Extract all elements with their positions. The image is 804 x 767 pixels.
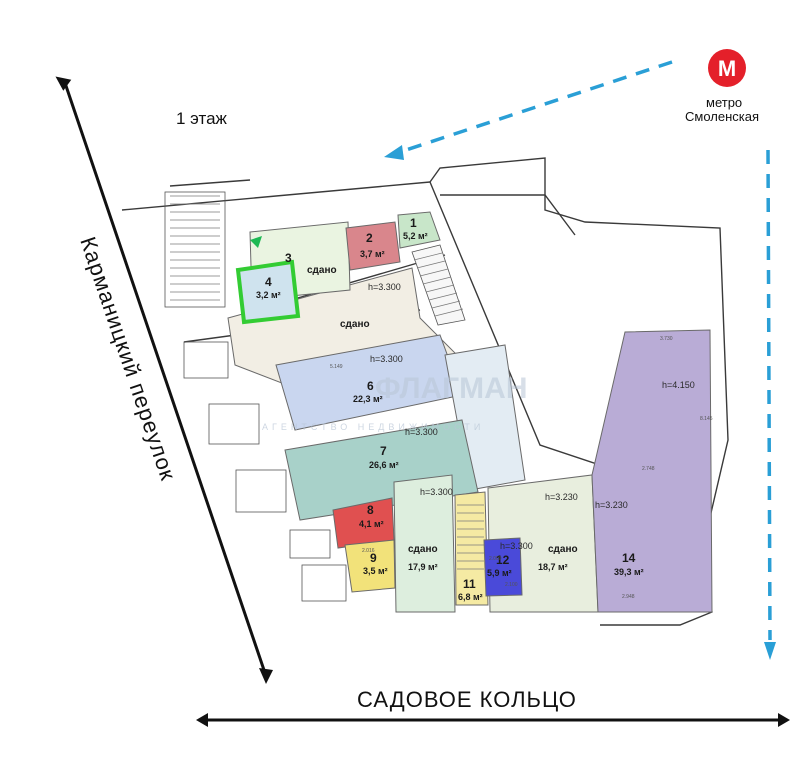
room-11-area: 6,8 м² — [458, 592, 483, 602]
room-3-status: сдано — [307, 265, 337, 276]
room-14-area: 39,3 м² — [614, 567, 644, 577]
room-6-area: 22,3 м² — [353, 394, 383, 404]
room-11-number: 11 — [463, 577, 476, 591]
dim-8: 8.145 — [700, 416, 713, 422]
height-mark-2: h=3.300 — [370, 354, 403, 364]
room-9-area: 3,5 м² — [363, 566, 388, 576]
height-mark-5: h=3.230 — [595, 500, 628, 510]
room-12[interactable] — [483, 537, 523, 597]
room-14-number: 14 — [622, 551, 636, 565]
room-8-area: 4,1 м² — [359, 519, 384, 529]
street-axis-left — [55, 76, 273, 684]
room-1[interactable] — [397, 211, 441, 249]
dim-7: 3.730 — [660, 336, 673, 342]
room-4-marker — [250, 236, 262, 248]
dim-1: 2.100 — [505, 582, 518, 588]
left-stairs — [164, 191, 226, 308]
room-12-number: 12 — [496, 553, 510, 567]
height-mark-3: h=3.300 — [405, 427, 438, 437]
room-9-number: 9 — [370, 551, 377, 565]
dim-3: 2.000 — [489, 556, 502, 562]
height-mark-7: h=4.150 — [662, 380, 695, 390]
route-arrows — [384, 60, 776, 660]
dim-4: 2.748 — [642, 466, 655, 472]
room-10-status: сдано — [408, 544, 438, 555]
room-6-number: 6 — [367, 379, 374, 393]
metro-logo: М — [708, 49, 746, 87]
height-mark-6: h=3.230 — [545, 492, 578, 502]
watermark-title: ФЛАГМАН — [375, 372, 528, 405]
room-2[interactable] — [345, 221, 401, 271]
room-4-number: 4 — [265, 275, 272, 289]
street-axis-bottom — [196, 713, 790, 727]
room-2-number: 2 — [366, 231, 373, 245]
height-mark-1: h=3.300 — [368, 282, 401, 292]
metro-logo-letter: М — [718, 56, 736, 81]
room-10[interactable] — [393, 474, 456, 613]
room-11[interactable] — [454, 491, 489, 606]
dim-2: 2.016 — [362, 548, 375, 554]
stairs-11 — [457, 504, 484, 570]
room-1-number: 1 — [410, 216, 417, 230]
route-arrow-head-left-icon — [384, 145, 404, 160]
room-4-area: 3,2 м² — [256, 290, 281, 300]
room-9[interactable] — [344, 539, 396, 593]
metro-label: метро — [706, 95, 742, 110]
room-13-status: сдано — [548, 544, 578, 555]
room-8-number: 8 — [367, 503, 374, 517]
room-12-area: 5,9 м² — [487, 568, 512, 578]
room-3-number: 3 — [285, 251, 292, 265]
dim-5: 2.948 — [622, 594, 635, 600]
street-bottom-label: САДОВОЕ КОЛЬЦО — [357, 687, 577, 712]
left-facade-steps — [183, 341, 347, 602]
metro-station: Смоленская — [685, 109, 759, 124]
height-mark-8: h=3.300 — [500, 541, 533, 551]
room-10-area: 17,9 м² — [408, 562, 438, 572]
room-5-status: сдано — [340, 319, 370, 330]
watermark-subtitle: АГЕНТСТВО НЕДВИЖИМОСТИ — [262, 422, 484, 432]
room-14[interactable] — [591, 329, 713, 613]
room-2-area: 3,7 м² — [360, 249, 385, 259]
inner-stairs — [411, 244, 466, 326]
metro-m-icon — [708, 49, 746, 87]
route-arrow-head-down-icon — [764, 642, 776, 660]
room-7-number: 7 — [380, 444, 387, 458]
room-4[interactable] — [235, 259, 301, 325]
floor-label: 1 этаж — [176, 109, 228, 128]
room-1-area: 5,2 м² — [403, 231, 428, 241]
dim-6: 5.149 — [330, 364, 343, 370]
room-7-area: 26,6 м² — [369, 460, 399, 470]
height-mark-4: h=3.300 — [420, 487, 453, 497]
room-13-area: 18,7 м² — [538, 562, 568, 572]
